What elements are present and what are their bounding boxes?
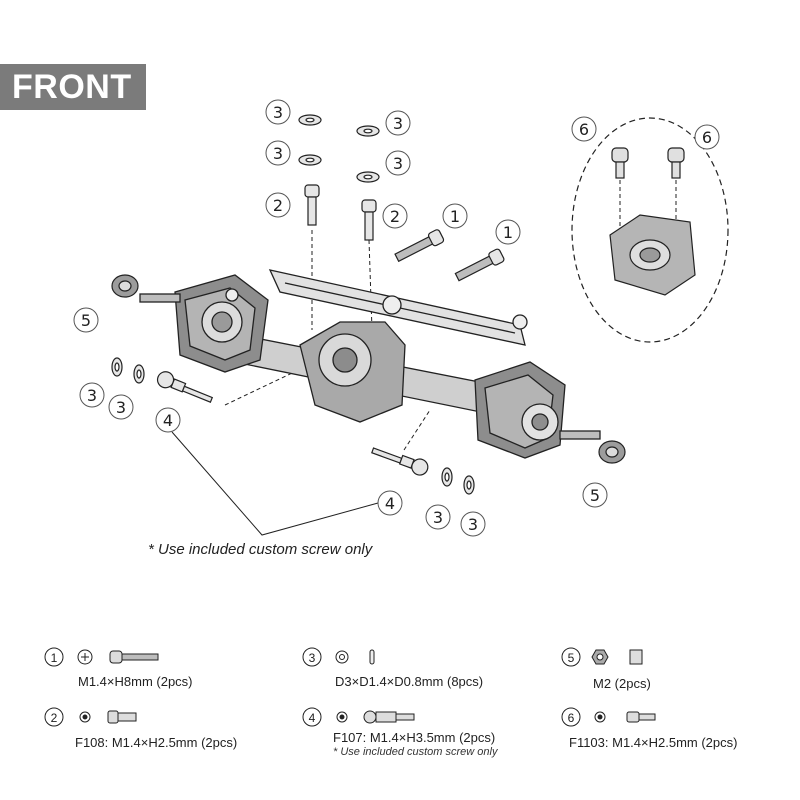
callout-3f: 3 bbox=[116, 398, 126, 417]
leader-solid bbox=[171, 431, 379, 536]
legend-spec-1: M1.4×H8mm (2pcs) bbox=[78, 674, 193, 689]
axle-assembly-illustration bbox=[139, 269, 601, 459]
callout-3c: 3 bbox=[393, 114, 403, 133]
callout-5b: 5 bbox=[590, 486, 600, 505]
legend-num-4: 4 bbox=[309, 711, 316, 725]
callout-2a: 2 bbox=[273, 196, 283, 215]
callout-3a: 3 bbox=[273, 103, 283, 122]
legend-spec-4: F107: M1.4×H3.5mm (2pcs) bbox=[333, 730, 496, 745]
callout-3b: 3 bbox=[273, 144, 283, 163]
callout-3h: 3 bbox=[468, 515, 478, 534]
view-label-front: FRONT bbox=[0, 64, 146, 110]
pan-head-screw-icon bbox=[109, 650, 123, 664]
flange-nut-icon bbox=[629, 649, 643, 665]
washer-icon bbox=[369, 649, 375, 665]
legend-spec-3: D3×D1.4×D0.8mm (8pcs) bbox=[335, 674, 484, 689]
callout-6a: 6 bbox=[579, 120, 589, 139]
ball-stud-icon bbox=[363, 710, 377, 724]
callout-4a: 4 bbox=[163, 411, 173, 430]
legend-num-1: 1 bbox=[51, 651, 58, 665]
custom-screw-note: * Use included custom screw only bbox=[148, 541, 373, 558]
legend-num-3: 3 bbox=[309, 651, 316, 665]
legend-spec-5: M2 (2pcs) bbox=[593, 676, 651, 691]
ball-stud-icon bbox=[107, 710, 119, 724]
legend-num-5: 5 bbox=[568, 651, 575, 665]
detail-inset bbox=[571, 117, 729, 343]
callout-3e: 3 bbox=[87, 386, 97, 405]
legend-spec-6: F1103: M1.4×H2.5mm (2pcs) bbox=[569, 735, 738, 750]
ball-stud-icon bbox=[626, 711, 640, 723]
callout-1a: 1 bbox=[450, 207, 460, 226]
legend-num-2: 2 bbox=[51, 711, 58, 725]
legend-num-6: 6 bbox=[568, 711, 575, 725]
hardware-illustrations bbox=[111, 114, 626, 495]
callout-markers: 3 3 3 3 2 2 1 1 5 5 3 3 4 4 3 3 6 6 bbox=[73, 99, 720, 537]
callout-1b: 1 bbox=[503, 223, 513, 242]
callout-3g: 3 bbox=[433, 508, 443, 527]
legend-graphics: 1 3 5 2 4 6 bbox=[44, 647, 656, 727]
callout-3d: 3 bbox=[393, 154, 403, 173]
callout-5a: 5 bbox=[81, 311, 91, 330]
callout-6b: 6 bbox=[702, 128, 712, 147]
legend-spec-2: F108: M1.4×H2.5mm (2pcs) bbox=[75, 735, 238, 750]
callout-4b: 4 bbox=[385, 494, 395, 513]
callout-2b: 2 bbox=[390, 207, 400, 226]
legend-sub-4: * Use included custom screw only bbox=[333, 746, 498, 758]
